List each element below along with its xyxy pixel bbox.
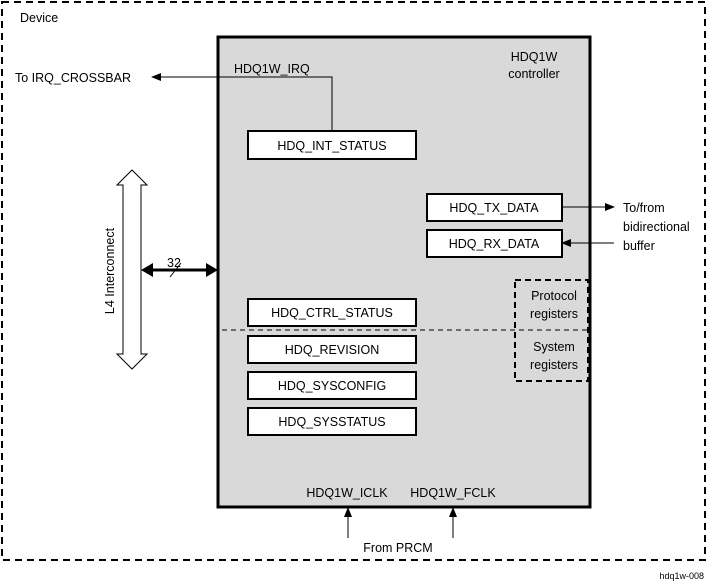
l4-interconnect-arrow xyxy=(115,169,149,370)
irq-line xyxy=(151,73,333,131)
bus-width-slash xyxy=(169,262,182,278)
register-box-int-status xyxy=(247,130,417,160)
controller-title-line1: HDQ1W xyxy=(511,50,558,64)
bus-arrowhead-right xyxy=(206,263,218,277)
protocol-group-line1: Protocol xyxy=(531,289,577,303)
bus-width-label: 32 xyxy=(167,256,181,270)
irq-destination-label: To IRQ_CROSSBAR xyxy=(15,71,131,85)
register-sysstatus: HDQ_SYSSTATUS xyxy=(278,415,385,429)
register-box-sysstatus xyxy=(247,407,417,436)
register-sysconfig: HDQ_SYSCONFIG xyxy=(278,379,386,393)
irq-signal-label: HDQ1W_IRQ xyxy=(234,62,310,76)
system-group-line1: System xyxy=(533,340,575,354)
system-group-line2: registers xyxy=(530,358,578,372)
register-group-box xyxy=(514,279,589,382)
figure-id: hdq1w-008 xyxy=(659,571,704,581)
l4-interconnect-label: L4 Interconnect xyxy=(103,227,117,314)
prcm-source-label: From PRCM xyxy=(363,541,432,555)
register-int-status: HDQ_INT_STATUS xyxy=(277,139,386,153)
protocol-group-line2: registers xyxy=(530,307,578,321)
device-label: Device xyxy=(20,11,58,25)
register-box-revision xyxy=(247,335,417,364)
controller-block xyxy=(216,35,592,509)
register-box-ctrl-status xyxy=(247,298,417,327)
bus-arrowhead-left xyxy=(141,263,153,277)
register-tx-data: HDQ_TX_DATA xyxy=(449,201,539,215)
register-revision: HDQ_REVISION xyxy=(285,343,379,357)
device-boundary xyxy=(1,1,706,561)
buffer-label-line2: bidirectional xyxy=(623,220,690,234)
buffer-label-line3: buffer xyxy=(623,239,655,253)
fclk-label: HDQ1W_FCLK xyxy=(410,486,496,500)
register-rx-data: HDQ_RX_DATA xyxy=(449,237,540,251)
controller-title-line2: controller xyxy=(508,67,559,81)
register-ctrl-status: HDQ_CTRL_STATUS xyxy=(271,306,393,320)
register-box-tx-data xyxy=(426,193,563,222)
iclk-label: HDQ1W_ICLK xyxy=(306,486,388,500)
buffer-label-line1: To/from xyxy=(623,201,665,215)
register-box-sysconfig xyxy=(247,371,417,400)
